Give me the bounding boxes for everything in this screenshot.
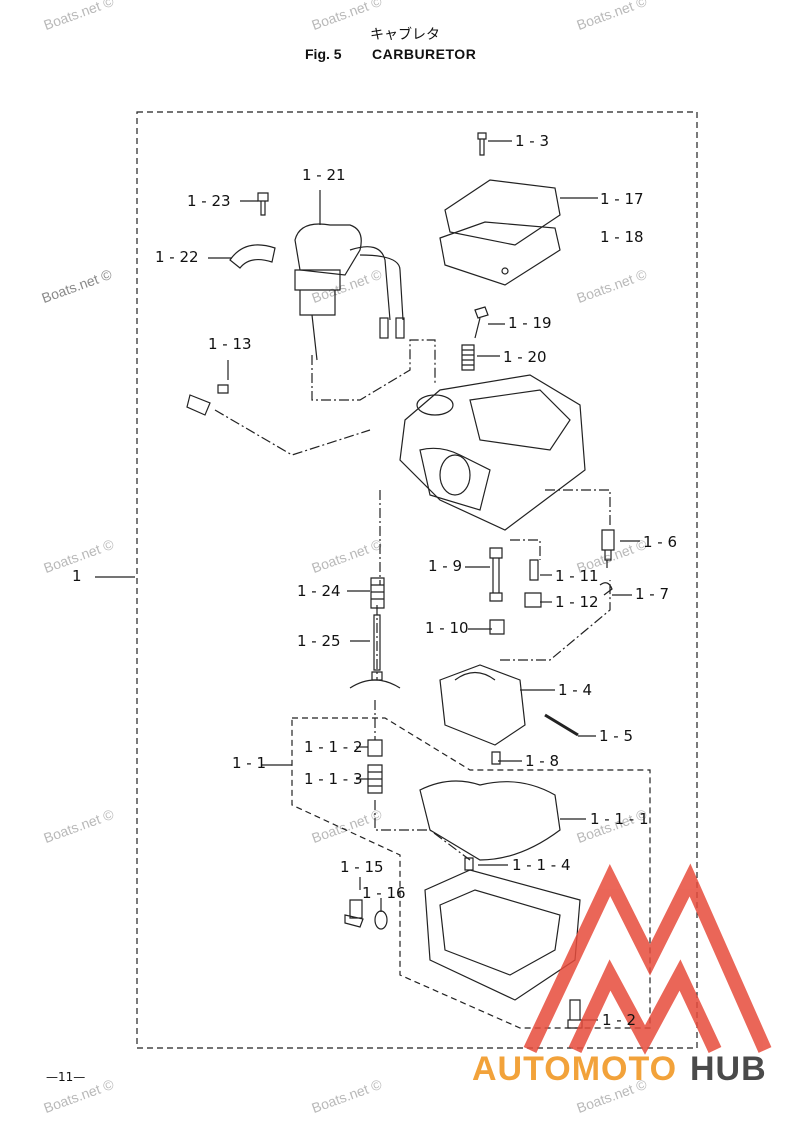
- washer-1-16: [374, 910, 388, 930]
- callout-1-6: 1 - 6: [643, 533, 678, 551]
- callout-1-9: 1 - 9: [428, 557, 463, 575]
- callout-1-25: 1 - 25: [297, 632, 341, 650]
- needle-seat: [349, 679, 401, 689]
- callout-1-1-4: 1 - 1 - 4: [512, 856, 571, 874]
- callout-1-7: 1 - 7: [635, 585, 670, 603]
- callout-1-23: 1 - 23: [187, 192, 231, 210]
- screw-1-23: [257, 192, 269, 216]
- cover-plate-1-17: [444, 179, 561, 246]
- needle-1-25: [371, 614, 383, 681]
- screw-1-8: [491, 751, 501, 765]
- solenoid-body: [294, 269, 341, 361]
- gasket-1-18: [439, 221, 561, 286]
- callout-1-1-2: 1 - 1 - 2: [304, 738, 363, 756]
- carburetor-body: [399, 374, 586, 531]
- solenoid-wires: [349, 246, 404, 321]
- callout-1-1-3: 1 - 1 - 3: [304, 770, 363, 788]
- alignment-line: [376, 490, 381, 680]
- callout-1-12: 1 - 12: [555, 593, 599, 611]
- alignment-line: [500, 580, 611, 661]
- float-chamber-inner: [439, 889, 561, 976]
- gasket-1-1-1: [419, 780, 561, 861]
- float-1-4: [439, 664, 526, 746]
- drain-screw-1-15: [344, 899, 364, 928]
- title-japanese: キャブレタ: [370, 27, 440, 43]
- spring-1-20: [461, 344, 475, 371]
- clip-1-22: [229, 244, 276, 269]
- callout-1-5: 1 - 5: [599, 727, 634, 745]
- brand-name-part2: HUB: [690, 1050, 767, 1088]
- callout-1: 1: [72, 567, 82, 585]
- callout-1-10: 1 - 10: [425, 619, 469, 637]
- spring-1-1-3: [367, 764, 383, 794]
- callout-1-1: 1 - 1: [232, 754, 267, 772]
- jet-1-11: [529, 559, 539, 581]
- assembly-frame: [136, 111, 698, 1049]
- part-1-1-2: [367, 739, 383, 757]
- spring-1-24: [370, 577, 385, 609]
- callout-1-18: 1 - 18: [600, 228, 644, 246]
- hole: [501, 267, 509, 275]
- clip-1-7: [599, 582, 613, 596]
- screw-1-19: [474, 306, 489, 339]
- callout-1-2: 1 - 2: [602, 1011, 637, 1029]
- float-cutout: [454, 671, 496, 681]
- callout-1-3: 1 - 3: [515, 132, 550, 150]
- screw-1-1-4: [464, 857, 474, 871]
- figure-number: Fig. 5: [305, 46, 342, 62]
- callout-1-19: 1 - 19: [508, 314, 552, 332]
- logo-mark: [523, 863, 772, 1053]
- alignment-line: [311, 339, 436, 401]
- page-number: —11—: [46, 1070, 86, 1084]
- callout-1-4: 1 - 4: [558, 681, 593, 699]
- callout-1-13: 1 - 13: [208, 335, 252, 353]
- boss: [416, 394, 454, 416]
- plug-1-12: [524, 592, 542, 608]
- top-face: [469, 389, 571, 451]
- jet-1-10: [489, 619, 505, 635]
- callout-1-20: 1 - 20: [503, 348, 547, 366]
- logo-mark-inner: [568, 959, 722, 1055]
- valve-1-6: [601, 529, 615, 568]
- screw-1-3: [477, 132, 487, 156]
- wire-terminal: [379, 317, 389, 339]
- brand-name-part1: AUTOMOTO: [472, 1050, 678, 1088]
- figure-title: CARBURETOR: [372, 46, 477, 62]
- carburetor-throat: [419, 447, 491, 511]
- bore: [439, 454, 471, 496]
- callout-1-16: 1 - 16: [362, 884, 406, 902]
- alignment-line: [214, 409, 371, 456]
- wire-terminal: [395, 317, 405, 339]
- callout-1-1-1: 1 - 1 - 1: [590, 810, 649, 828]
- automotohub-logo: [523, 863, 772, 1055]
- alignment-line: [374, 700, 471, 861]
- callout-1-22: 1 - 22: [155, 248, 199, 266]
- alignment-line: [510, 539, 541, 560]
- callout-1-8: 1 - 8: [525, 752, 560, 770]
- pin-1-5: [544, 713, 579, 737]
- callout-1-17: 1 - 17: [600, 190, 644, 208]
- jet-1-9: [489, 547, 503, 602]
- screw-1-13: [186, 384, 229, 416]
- alignment-line: [545, 489, 611, 525]
- solenoid-1-21: [294, 223, 362, 276]
- callout-1-11: 1 - 11: [555, 567, 599, 585]
- callout-1-24: 1 - 24: [297, 582, 341, 600]
- callout-1-15: 1 - 15: [340, 858, 384, 876]
- callout-1-21: 1 - 21: [302, 166, 346, 184]
